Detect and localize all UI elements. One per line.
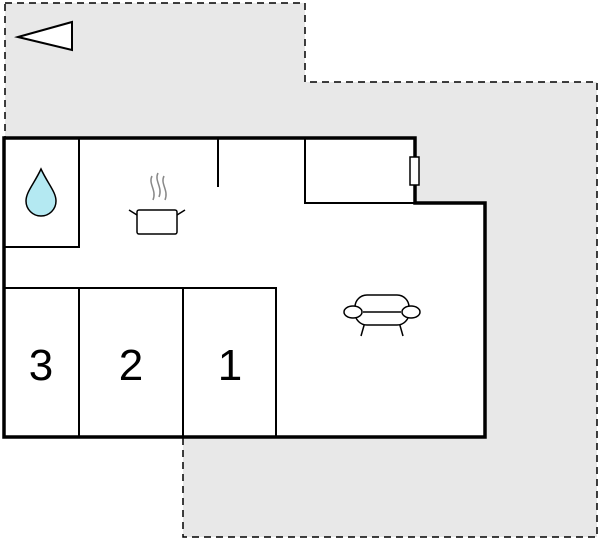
stove-icon: [409, 156, 420, 186]
room-label-3: 3: [29, 341, 53, 390]
bathroom-wall: [4, 138, 80, 248]
cooking-pot-icon: [128, 172, 186, 235]
interior-walls: [4, 138, 415, 437]
room-label-2: 2: [119, 341, 143, 390]
bedrooms-top-wall: [4, 287, 277, 437]
water-drop-icon: [25, 167, 57, 217]
sofa-icon: [343, 294, 421, 337]
north-arrow-icon: [14, 20, 73, 52]
storage-wall: [304, 138, 415, 204]
room-label-1: 1: [218, 341, 242, 390]
outer-wall: [2, 136, 487, 439]
